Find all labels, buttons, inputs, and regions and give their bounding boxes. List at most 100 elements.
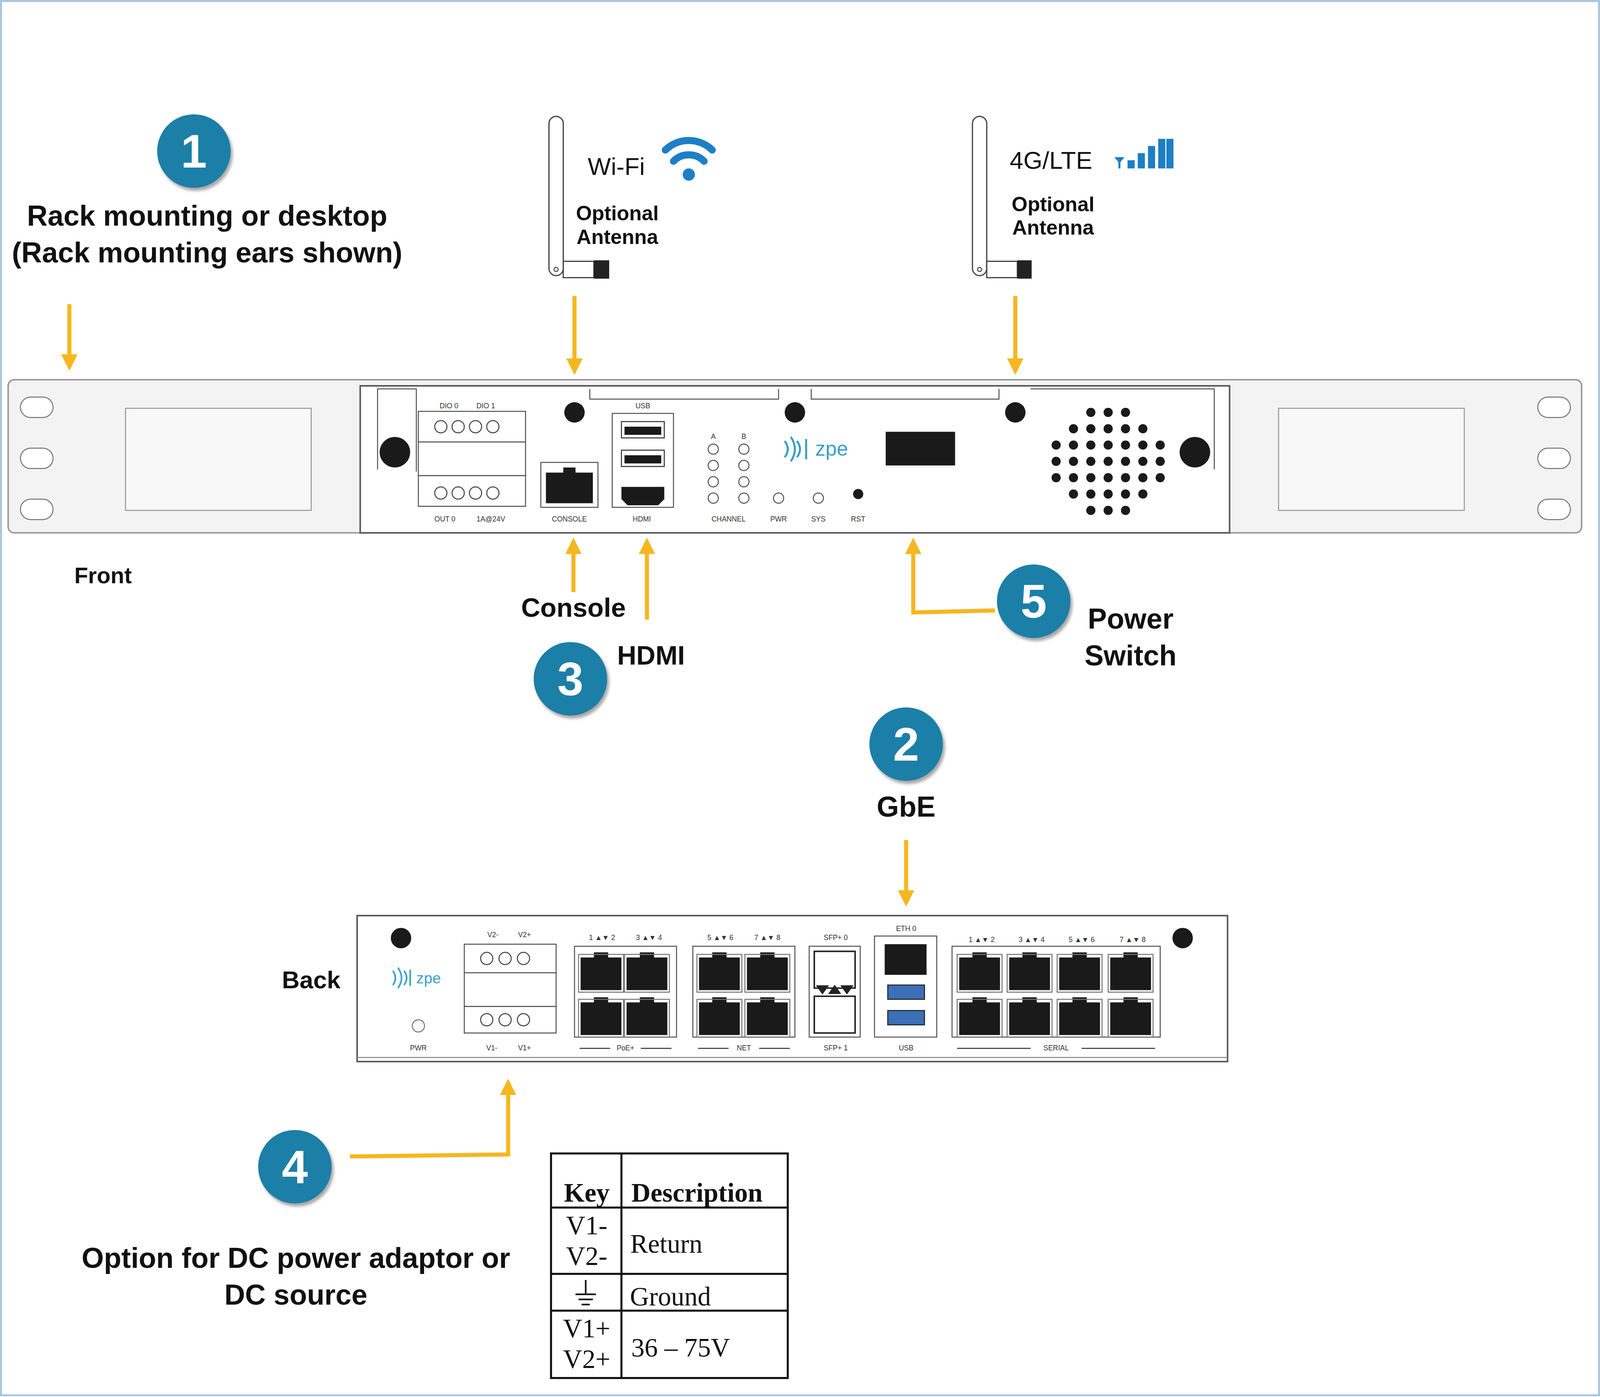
status-leds: [708, 443, 824, 503]
port-group-frames: [574, 935, 1161, 1037]
speaker-grille-part: [1068, 473, 1078, 483]
speaker-grille-part: [1068, 489, 1078, 499]
ground-symbol-part: [575, 1279, 597, 1305]
front-chassis-part: [564, 402, 585, 423]
rj45-ports-part: [760, 951, 775, 959]
speaker-grille-part: [1068, 424, 1078, 434]
signal-icon-part: [1158, 138, 1166, 169]
status-leds-part: [813, 492, 824, 503]
rj45-ports-part: [1007, 998, 1053, 1037]
speaker-grille-part: [1103, 456, 1113, 466]
usb-hdmi-ports-part: [621, 486, 665, 506]
table-cell: Description: [631, 1177, 763, 1209]
speaker-grille-part: [1155, 473, 1165, 483]
part-label: Back: [281, 965, 341, 994]
rj45-ports-part: [1123, 951, 1138, 959]
terminal-screw: [517, 951, 530, 965]
zpe-logo: [784, 436, 807, 462]
speaker-grille-part: [1068, 440, 1078, 450]
rj45-ports-part: [578, 998, 624, 1037]
callout-number: 3: [557, 654, 584, 702]
rj45-ports-part: [712, 951, 727, 959]
terminal-screw: [517, 1013, 530, 1026]
rj45-ports-part: [699, 1001, 740, 1035]
leader-arrows-part: [571, 540, 576, 593]
front-chassis-part: [1005, 402, 1026, 423]
port-label: DIO 0: [437, 402, 461, 411]
zpe-logo-part: [393, 967, 411, 988]
port-label: 3 ▲▼ 4: [1016, 935, 1047, 944]
wifi-antenna-part: [549, 116, 564, 276]
port-label: DIO 1: [474, 402, 498, 411]
speaker-grille-part: [1086, 505, 1096, 515]
rj45-ports-part: [959, 957, 1001, 990]
speaker-grille-part: [1103, 440, 1113, 450]
ground-symbol: [575, 1279, 597, 1305]
usb-hdmi-ports-part: [624, 455, 662, 464]
part-label: Wi-Fi: [587, 152, 646, 181]
speaker-grille-part: [1138, 456, 1148, 466]
table-cell: Ground: [630, 1281, 711, 1313]
rj45-ports-part: [626, 957, 668, 990]
speaker-grille-part: [1051, 473, 1061, 483]
back-chassis-part: [357, 915, 1228, 1062]
port-label: PWR: [768, 515, 789, 524]
port-label: CONSOLE: [549, 515, 589, 524]
rj45-ports-part: [1059, 1001, 1100, 1035]
callout-circle: 4Option for DC power adaptor or DC sourc…: [258, 1129, 332, 1204]
rj45-ports-part: [1123, 996, 1138, 1004]
sfp-cages: [814, 951, 856, 1033]
usb-hdmi-ports-part: [621, 449, 665, 467]
lte-antenna-part: [972, 116, 987, 276]
wifi-antenna-part: [563, 261, 595, 278]
key-table-part: [551, 1153, 788, 1378]
port-label: PoE+: [614, 1043, 637, 1053]
rj45-ports-part: [1110, 957, 1151, 990]
wifi-antenna-part: [594, 260, 610, 279]
wifi-icon-part: [673, 154, 704, 162]
rj45-ports-part: [697, 998, 742, 1037]
rj45-ports-part: [1007, 954, 1053, 992]
speaker-grille-part: [1120, 424, 1130, 434]
lte-antenna-part: [977, 267, 982, 272]
speaker-grille-part: [1103, 489, 1113, 499]
port-label: V1+: [516, 1043, 534, 1053]
speaker-grille-part: [1086, 424, 1096, 434]
dio-terminal-part: [418, 411, 526, 442]
lte-antenna-part: [986, 261, 1018, 278]
status-leds-part: [738, 460, 749, 471]
part-label: zpe: [815, 437, 849, 461]
port-label: V2+: [516, 930, 534, 939]
port-label: NET: [734, 1043, 754, 1053]
rj45-ports-part: [594, 951, 609, 959]
table-cell: V1- V2-: [560, 1210, 614, 1272]
console-port: [540, 462, 599, 508]
rj45-ports-part: [1056, 954, 1102, 992]
front-chassis-part: [379, 436, 411, 468]
terminal-screw: [469, 420, 482, 433]
speaker-grille-part: [1051, 440, 1061, 450]
port-label: V2-: [485, 930, 501, 939]
back-chassis-part: [412, 1019, 425, 1032]
dio-terminal-part: [418, 441, 526, 476]
rj45-ports-part: [578, 954, 624, 992]
rj45-ports-part: [1110, 1001, 1151, 1035]
speaker-grille-part: [1103, 473, 1113, 483]
port-label: 1 ▲▼ 2: [587, 933, 618, 942]
port-label: 7 ▲▼ 8: [1117, 935, 1148, 944]
port-label: 1A@24V: [474, 515, 508, 524]
callout-circle: 3: [533, 641, 608, 716]
speaker-grille-part: [1103, 424, 1113, 434]
rj45-ports-part: [639, 951, 655, 959]
speaker-grille-part: [1068, 456, 1078, 466]
back-chassis: [357, 915, 1228, 1062]
signal-icon: [1114, 138, 1174, 169]
table-cell: V1+ V2+: [560, 1313, 614, 1375]
rj45-ports-part: [1022, 951, 1037, 959]
table-cell: 36 – 75V: [631, 1332, 731, 1364]
rj45-ports-part: [580, 957, 622, 990]
table-cell: Key: [563, 1177, 610, 1209]
signal-icon-part: [1166, 138, 1174, 169]
rj45-ports-part: [624, 998, 670, 1037]
